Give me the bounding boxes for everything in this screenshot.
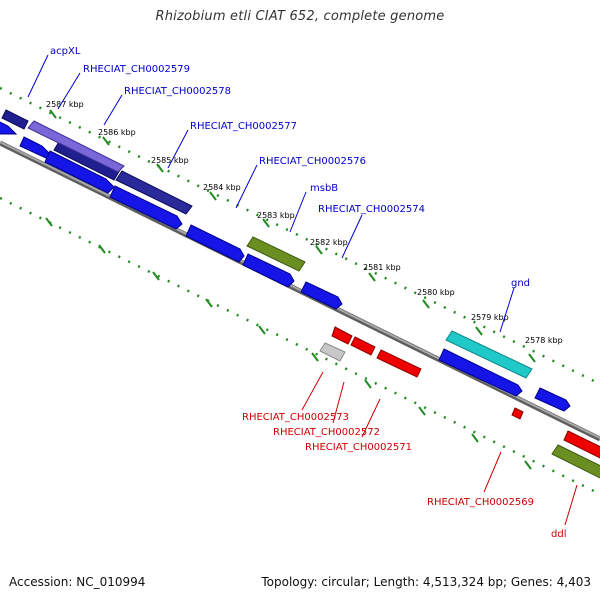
leader-rh2579 [57, 72, 81, 110]
tick-label: 2581 kbp [363, 263, 401, 272]
label-acpXL: acpXL [50, 46, 81, 57]
label-rh2574: RHECIAT_CH0002574 [318, 204, 425, 215]
label-gnd: gnd [511, 278, 530, 289]
label-rh2576: RHECIAT_CH0002576 [259, 156, 366, 167]
label-ddl: ddl [551, 529, 566, 540]
inner-tick-rail [0, 196, 600, 496]
gene-block-ddl[interactable] [551, 444, 600, 479]
major-tick [98, 244, 106, 254]
accession-text: Accession: NC_010994 [9, 575, 146, 589]
label-rh2573: RHECIAT_CH0002573 [242, 412, 349, 423]
tick-label: 2580 kbp [417, 288, 455, 297]
gene-arrow-reverse[interactable] [331, 326, 353, 345]
map-title: Rhizobium etli CIAT 652, complete genome [155, 9, 445, 24]
leader-rh2573 [301, 371, 324, 411]
gene-block-rh2577[interactable] [115, 170, 193, 215]
tick-label: 2587 kbp [46, 100, 84, 109]
major-ticks-inner [45, 217, 532, 470]
tick-label: 2579 kbp [471, 313, 509, 322]
leader-msbB [289, 191, 307, 233]
major-tick [524, 460, 532, 470]
major-tick [45, 217, 53, 227]
gene-block-msbB[interactable] [246, 236, 306, 272]
leader-rh2577 [167, 129, 189, 169]
major-tick [102, 136, 110, 146]
major-tick [209, 191, 217, 201]
gene-block-rh2578[interactable] [27, 120, 125, 173]
gene-arrow-forward[interactable] [438, 348, 523, 397]
tick-label: 2585 kbp [151, 156, 189, 165]
outer-tick-rail [0, 86, 600, 386]
reverse-leaders [301, 371, 578, 526]
leader-rh2569 [483, 451, 502, 493]
gene-arrow-forward[interactable] [242, 253, 295, 288]
label-rh2569: RHECIAT_CH0002569 [427, 497, 534, 508]
gene-arrow-forward[interactable] [44, 150, 115, 194]
major-tick [311, 352, 319, 362]
gene-arrow-forward[interactable] [0, 117, 18, 135]
gene-arrow-forward[interactable] [109, 185, 183, 230]
major-tick [475, 326, 483, 336]
label-msbB: msbB [310, 183, 338, 194]
major-tick [258, 325, 266, 335]
gene-arrow-reverse[interactable] [511, 407, 524, 420]
tick-label: 2582 kbp [310, 238, 348, 247]
leader-rh2578 [103, 94, 123, 126]
tick-label: 2583 kbp [257, 211, 295, 220]
leader-gnd [499, 287, 515, 333]
label-rh2572: RHECIAT_CH0002572 [273, 427, 380, 438]
tick-label: 2584 kbp [203, 183, 241, 192]
label-rh2577: RHECIAT_CH0002577 [190, 121, 297, 132]
leader-rh2574 [341, 214, 363, 259]
major-tick [364, 379, 372, 389]
major-tick [528, 353, 536, 363]
major-ticks-outer [49, 109, 536, 363]
gene-arrow-reverse[interactable] [376, 349, 422, 378]
major-tick [418, 406, 426, 416]
label-rh2578: RHECIAT_CH0002578 [124, 86, 231, 97]
major-tick [262, 218, 270, 228]
label-rh2579: RHECIAT_CH0002579 [83, 64, 190, 75]
gene-arrow-reverse[interactable] [563, 430, 600, 459]
leader-rh2572 [332, 381, 345, 424]
major-tick [422, 299, 430, 309]
major-tick [152, 271, 160, 281]
gene-arrow-reverse[interactable] [350, 336, 376, 356]
major-tick [315, 245, 323, 255]
forward-leaders [27, 54, 515, 333]
gene-arrow-forward[interactable] [534, 387, 571, 412]
tick-label: 2578 kbp [525, 336, 563, 345]
tick-label: 2586 kbp [98, 128, 136, 137]
label-rh2571: RHECIAT_CH0002571 [305, 442, 412, 453]
major-tick [49, 109, 57, 119]
leader-ddl [564, 484, 578, 526]
gene-block-rh2573[interactable] [319, 342, 346, 362]
gene-arrow-forward[interactable] [185, 224, 245, 263]
gene-arrow-forward[interactable] [300, 281, 343, 310]
major-tick [205, 298, 213, 308]
gene-block-gnd[interactable] [445, 330, 533, 379]
leader-rh2576 [235, 164, 258, 209]
topology-text: Topology: circular; Length: 4,513,324 bp… [261, 575, 591, 589]
major-tick [156, 163, 164, 173]
major-tick [368, 272, 376, 282]
major-tick [471, 433, 479, 443]
gene-block-acpXL[interactable] [1, 109, 29, 130]
leader-acpXL [27, 54, 49, 98]
leader-rh2571 [361, 398, 381, 438]
